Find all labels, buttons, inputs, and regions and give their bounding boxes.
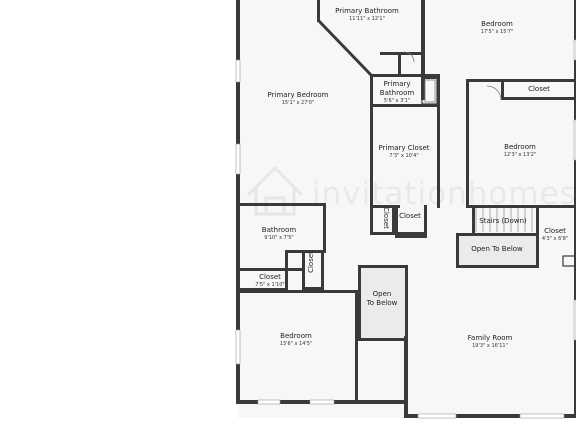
svg-text:Closet: Closet xyxy=(544,227,566,235)
floor-area xyxy=(238,0,576,418)
svg-text:17'5" x 15'7": 17'5" x 15'7" xyxy=(481,29,514,35)
svg-text:19'3" x 16'11": 19'3" x 16'11" xyxy=(472,343,508,349)
room-closet-bath-vertical: Closet xyxy=(307,251,315,273)
room-labels: Primary Bathroom 11'11" x 12'1" Bedroom … xyxy=(255,7,568,349)
room-open-to-below-right: Open To Below xyxy=(471,245,523,253)
room-closet-hall-vertical: Closet xyxy=(382,207,390,229)
svg-text:13'6" x 14'5": 13'6" x 14'5" xyxy=(280,341,313,347)
svg-text:Primary: Primary xyxy=(383,80,410,88)
svg-text:Open To Below: Open To Below xyxy=(471,245,523,253)
svg-text:Closet: Closet xyxy=(528,85,550,93)
svg-text:Closet: Closet xyxy=(399,212,421,220)
svg-text:15'1" x 27'0": 15'1" x 27'0" xyxy=(282,100,315,106)
svg-text:9'10" x 7'5": 9'10" x 7'5" xyxy=(264,235,293,241)
stairs-treads xyxy=(475,208,533,232)
svg-text:Primary Bedroom: Primary Bedroom xyxy=(268,91,329,99)
room-closet-right: Closet 4'3" x 6'8" xyxy=(542,227,568,242)
room-bathroom: Bathroom 9'10" x 7'5" xyxy=(262,226,297,241)
open-to-below-center-area xyxy=(359,267,406,340)
svg-text:Open: Open xyxy=(373,290,392,298)
room-family-room: Family Room 19'3" x 16'11" xyxy=(468,334,513,349)
room-bedroom-bottom: Bedroom 13'6" x 14'5" xyxy=(280,332,313,347)
svg-text:Closet: Closet xyxy=(382,207,390,229)
svg-text:Primary Closet: Primary Closet xyxy=(378,144,429,152)
svg-text:12'3" x 13'2": 12'3" x 13'2" xyxy=(504,152,537,158)
room-primary-closet: Primary Closet 7'3" x 10'4" xyxy=(378,144,429,159)
room-bedroom-right: Bedroom 12'3" x 13'2" xyxy=(504,143,537,158)
svg-text:7'3" x 10'4": 7'3" x 10'4" xyxy=(389,153,418,159)
room-stairs: Stairs (Down) xyxy=(479,217,527,225)
svg-text:Family Room: Family Room xyxy=(468,334,513,342)
svg-text:Bedroom: Bedroom xyxy=(280,332,312,340)
svg-text:11'11" x 12'1": 11'11" x 12'1" xyxy=(349,16,385,22)
svg-text:Bedroom: Bedroom xyxy=(504,143,536,151)
room-closet-left: Closet 7'5" x 1'10" xyxy=(255,273,284,288)
svg-text:Bathroom: Bathroom xyxy=(262,226,297,234)
room-closet-top-right: Closet xyxy=(528,85,550,93)
svg-text:Bedroom: Bedroom xyxy=(481,20,513,28)
windows xyxy=(235,39,576,419)
room-bedroom-top: Bedroom 17'5" x 15'7" xyxy=(481,20,514,35)
svg-text:7'5" x 1'10": 7'5" x 1'10" xyxy=(255,282,284,288)
room-primary-bathroom-small: Primary Bathroom 5'6" x 3'1" xyxy=(380,80,415,104)
svg-text:Primary Bathroom: Primary Bathroom xyxy=(335,7,399,15)
svg-text:To Below: To Below xyxy=(366,299,398,307)
svg-text:Closet: Closet xyxy=(307,251,315,273)
fixtures xyxy=(403,51,502,103)
open-to-below-right-area xyxy=(458,236,536,266)
room-open-to-below-center: Open To Below xyxy=(366,290,398,307)
svg-text:4'3" x 6'8": 4'3" x 6'8" xyxy=(542,236,568,242)
svg-text:Stairs (Down): Stairs (Down) xyxy=(479,217,527,225)
room-primary-bathroom-top: Primary Bathroom 11'11" x 12'1" xyxy=(335,7,399,22)
room-primary-bedroom: Primary Bedroom 15'1" x 27'0" xyxy=(268,91,329,106)
diagonal-wall xyxy=(316,18,374,78)
svg-text:Closet: Closet xyxy=(259,273,281,281)
svg-text:5'6" x 3'1": 5'6" x 3'1" xyxy=(384,98,410,104)
room-closet-hall: Closet xyxy=(399,212,421,220)
svg-text:Bathroom: Bathroom xyxy=(380,89,415,97)
